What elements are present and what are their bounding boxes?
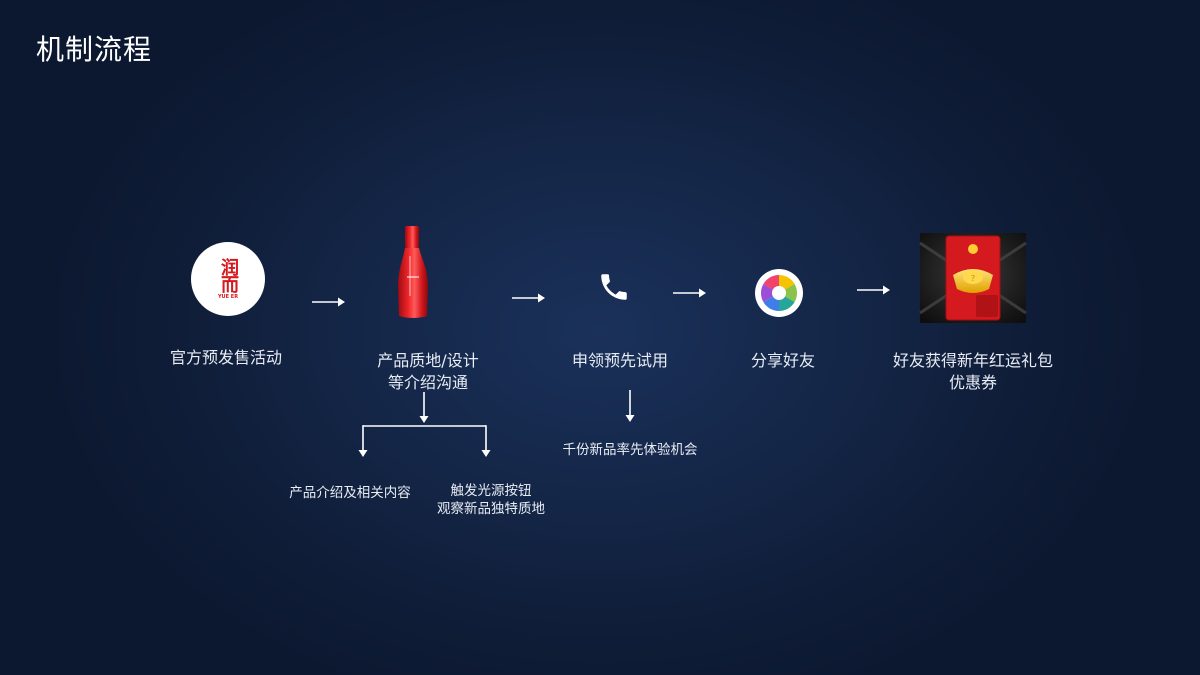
camera-aperture-icon (755, 269, 803, 317)
step-label-gift-line2: 优惠券 (948, 373, 997, 392)
branch-connector (358, 392, 491, 457)
branch-label-trial: 千份新品率先体验机会 (562, 442, 698, 458)
step-label-gift: 好友获得新年红运礼包 优惠券 (868, 350, 1078, 394)
red-bottle-icon (398, 226, 428, 318)
phone-icon (601, 274, 627, 300)
brand-logo-text: 润而 (218, 258, 239, 292)
step-label-gift-line1: 好友获得新年红运礼包 (892, 351, 1053, 370)
red-envelope-icon: ? (919, 233, 1027, 323)
arrow-right-icon (512, 293, 545, 303)
branch-label-light-button: 触发光源按钮 观察新品独特质地 (416, 482, 566, 518)
svg-text:?: ? (971, 274, 975, 283)
branch-label-light-button-line1: 触发光源按钮 (450, 483, 532, 499)
arrow-down-icon (625, 390, 635, 422)
arrow-right-icon (673, 288, 706, 298)
brand-logo-icon: 润而 YUE ER (191, 242, 265, 316)
step-label-share: 分享好友 (750, 351, 815, 370)
branch-label-light-button-line2: 观察新品独特质地 (437, 501, 545, 517)
step-label-product-line2: 等介绍沟通 (387, 373, 468, 392)
arrow-right-icon (312, 297, 345, 307)
step-label-product-line1: 产品质地/设计 (377, 351, 479, 370)
page-title: 机制流程 (36, 33, 153, 66)
branch-label-product-intro: 产品介绍及相关内容 (289, 485, 411, 501)
step-label-presale: 官方预发售活动 (169, 348, 282, 367)
brand-logo-subtext: YUE ER (217, 294, 239, 300)
step-label-product: 产品质地/设计 等介绍沟通 (346, 350, 510, 394)
step-label-trial: 申领预先试用 (571, 351, 668, 370)
arrow-right-icon (857, 285, 890, 295)
